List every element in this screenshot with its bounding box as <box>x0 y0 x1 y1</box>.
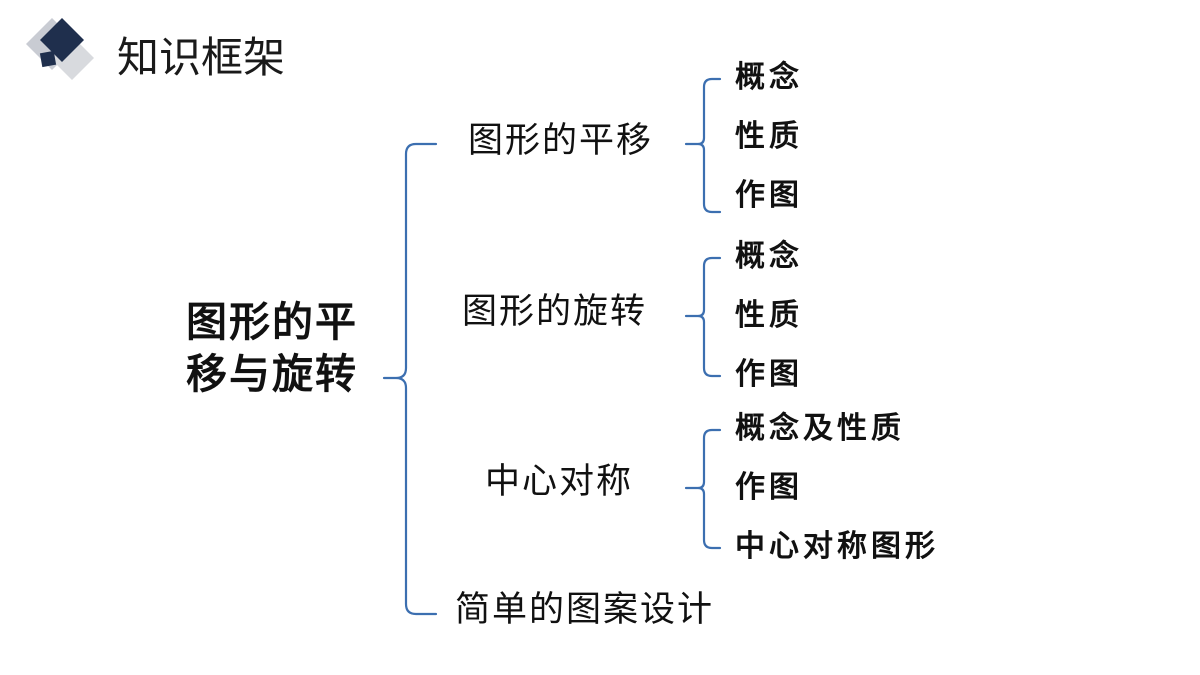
brace-rotation <box>684 256 722 378</box>
leaf-translation-properties: 性质 <box>735 119 803 154</box>
main-brace <box>382 142 438 616</box>
root-topic: 图形的平 移与旋转 <box>186 296 386 400</box>
brace-central-symmetry <box>684 428 722 550</box>
leaf-translation-concept: 概念 <box>735 60 803 95</box>
branch-rotation: 图形的旋转 <box>462 292 648 332</box>
page-title: 知识框架 <box>117 33 286 82</box>
leaf-rotation-properties: 性质 <box>735 298 803 333</box>
leaf-symmetry-figure: 中心对称图形 <box>735 529 939 564</box>
leaf-translation-drawing: 作图 <box>735 178 803 213</box>
leaf-symmetry-concept: 概念及性质 <box>735 411 905 446</box>
brace-translation <box>684 77 722 214</box>
leaf-rotation-drawing: 作图 <box>735 357 803 392</box>
branch-translation: 图形的平移 <box>468 121 654 161</box>
branch-pattern-design: 简单的图案设计 <box>455 590 715 630</box>
leaf-symmetry-drawing: 作图 <box>735 470 803 505</box>
logo-icon <box>26 18 94 80</box>
leaf-rotation-concept: 概念 <box>735 239 803 274</box>
root-topic-line1: 图形的平 <box>186 298 358 346</box>
root-topic-line2: 移与旋转 <box>186 350 358 398</box>
branch-central-symmetry: 中心对称 <box>485 462 634 502</box>
